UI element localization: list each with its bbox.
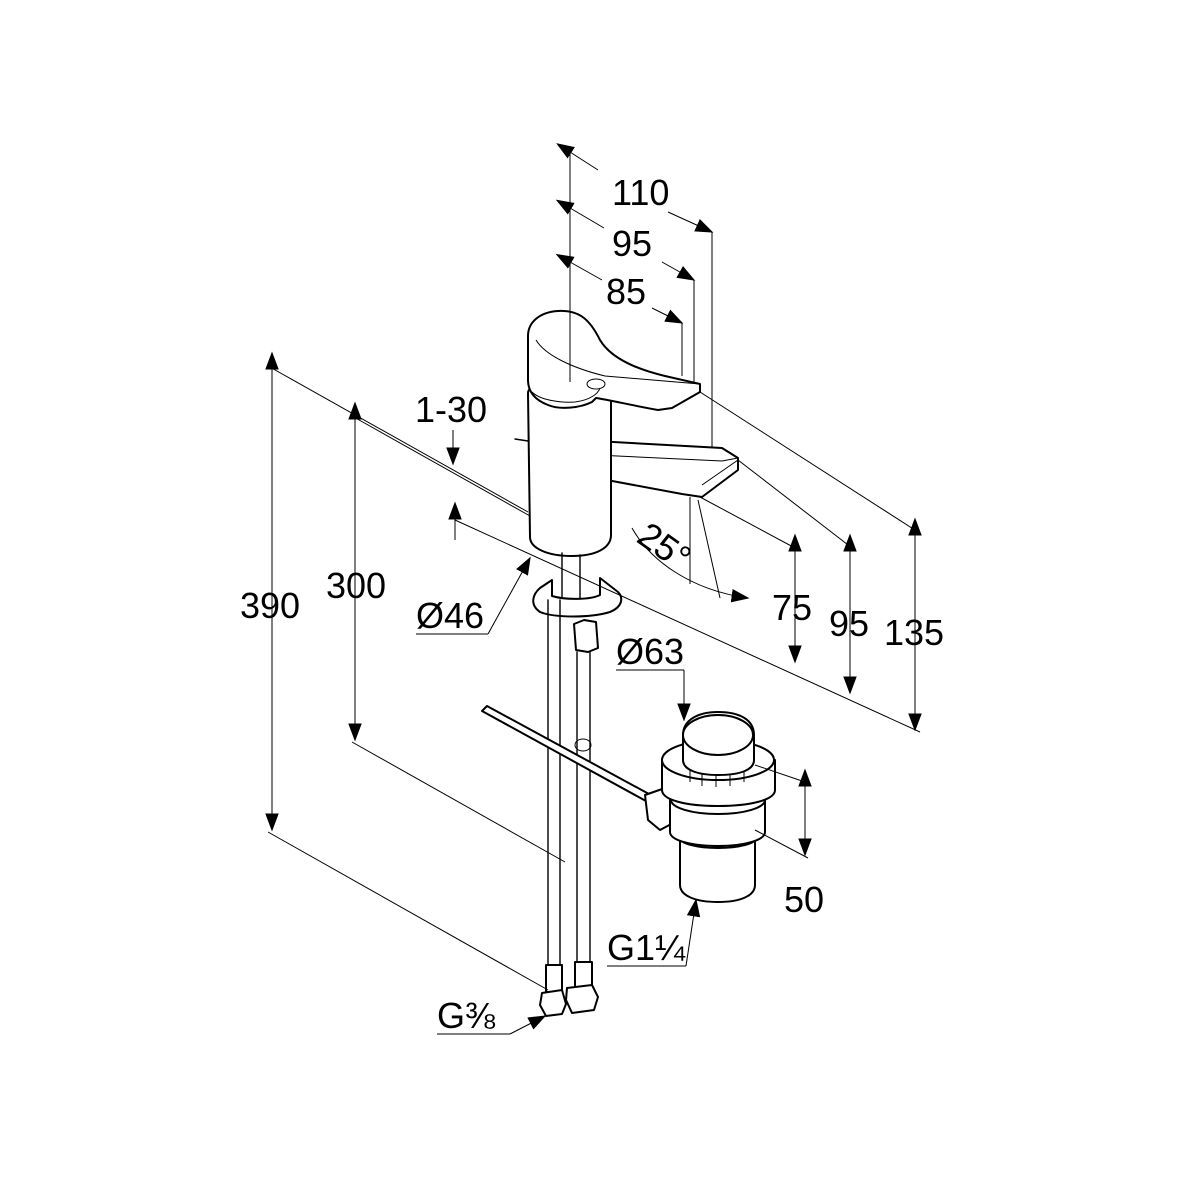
dim-85-label: 85 bbox=[606, 271, 646, 312]
dim-line-85 bbox=[555, 253, 603, 281]
dim-thread-g3-8-label: G⅜ bbox=[437, 995, 496, 1036]
dim-line-95-top bbox=[555, 199, 605, 229]
connection-nut-left bbox=[539, 989, 567, 1017]
dim-thread-g1-1-4-label: G1¼ bbox=[607, 927, 686, 968]
connection-nut-right bbox=[565, 984, 599, 1014]
spout bbox=[594, 440, 739, 498]
mounting-assembly bbox=[481, 552, 679, 1017]
dim-135-label: 135 bbox=[884, 612, 944, 653]
dim-line-110 bbox=[556, 143, 599, 171]
dim-75-label: 75 bbox=[772, 587, 812, 628]
dim-300-label: 300 bbox=[326, 565, 386, 606]
mounting-nut bbox=[573, 619, 599, 653]
dim-95-right-label: 95 bbox=[829, 603, 869, 644]
dim-95-top-label: 95 bbox=[612, 223, 652, 264]
dim-110-label: 110 bbox=[612, 172, 669, 213]
dimension-annotations: 110 95 85 1-30 390 300 Ø46 25° bbox=[240, 143, 944, 1036]
horseshoe-washer bbox=[532, 577, 623, 618]
dim-390-label: 390 bbox=[240, 585, 300, 626]
dim-diameter-46-label: Ø46 bbox=[416, 595, 484, 636]
dim-1-30-label: 1-30 bbox=[415, 389, 487, 430]
dim-50-label: 50 bbox=[784, 879, 824, 920]
angle-arc-25 bbox=[631, 527, 750, 603]
faucet-body bbox=[514, 309, 739, 557]
waste-valve bbox=[661, 711, 776, 903]
popup-rod bbox=[481, 705, 661, 807]
dim-angle-25-label: 25° bbox=[630, 514, 698, 579]
body-cylinder bbox=[527, 383, 612, 557]
lever-handle bbox=[527, 309, 701, 411]
dim-diameter-63-label: Ø63 bbox=[616, 631, 684, 672]
